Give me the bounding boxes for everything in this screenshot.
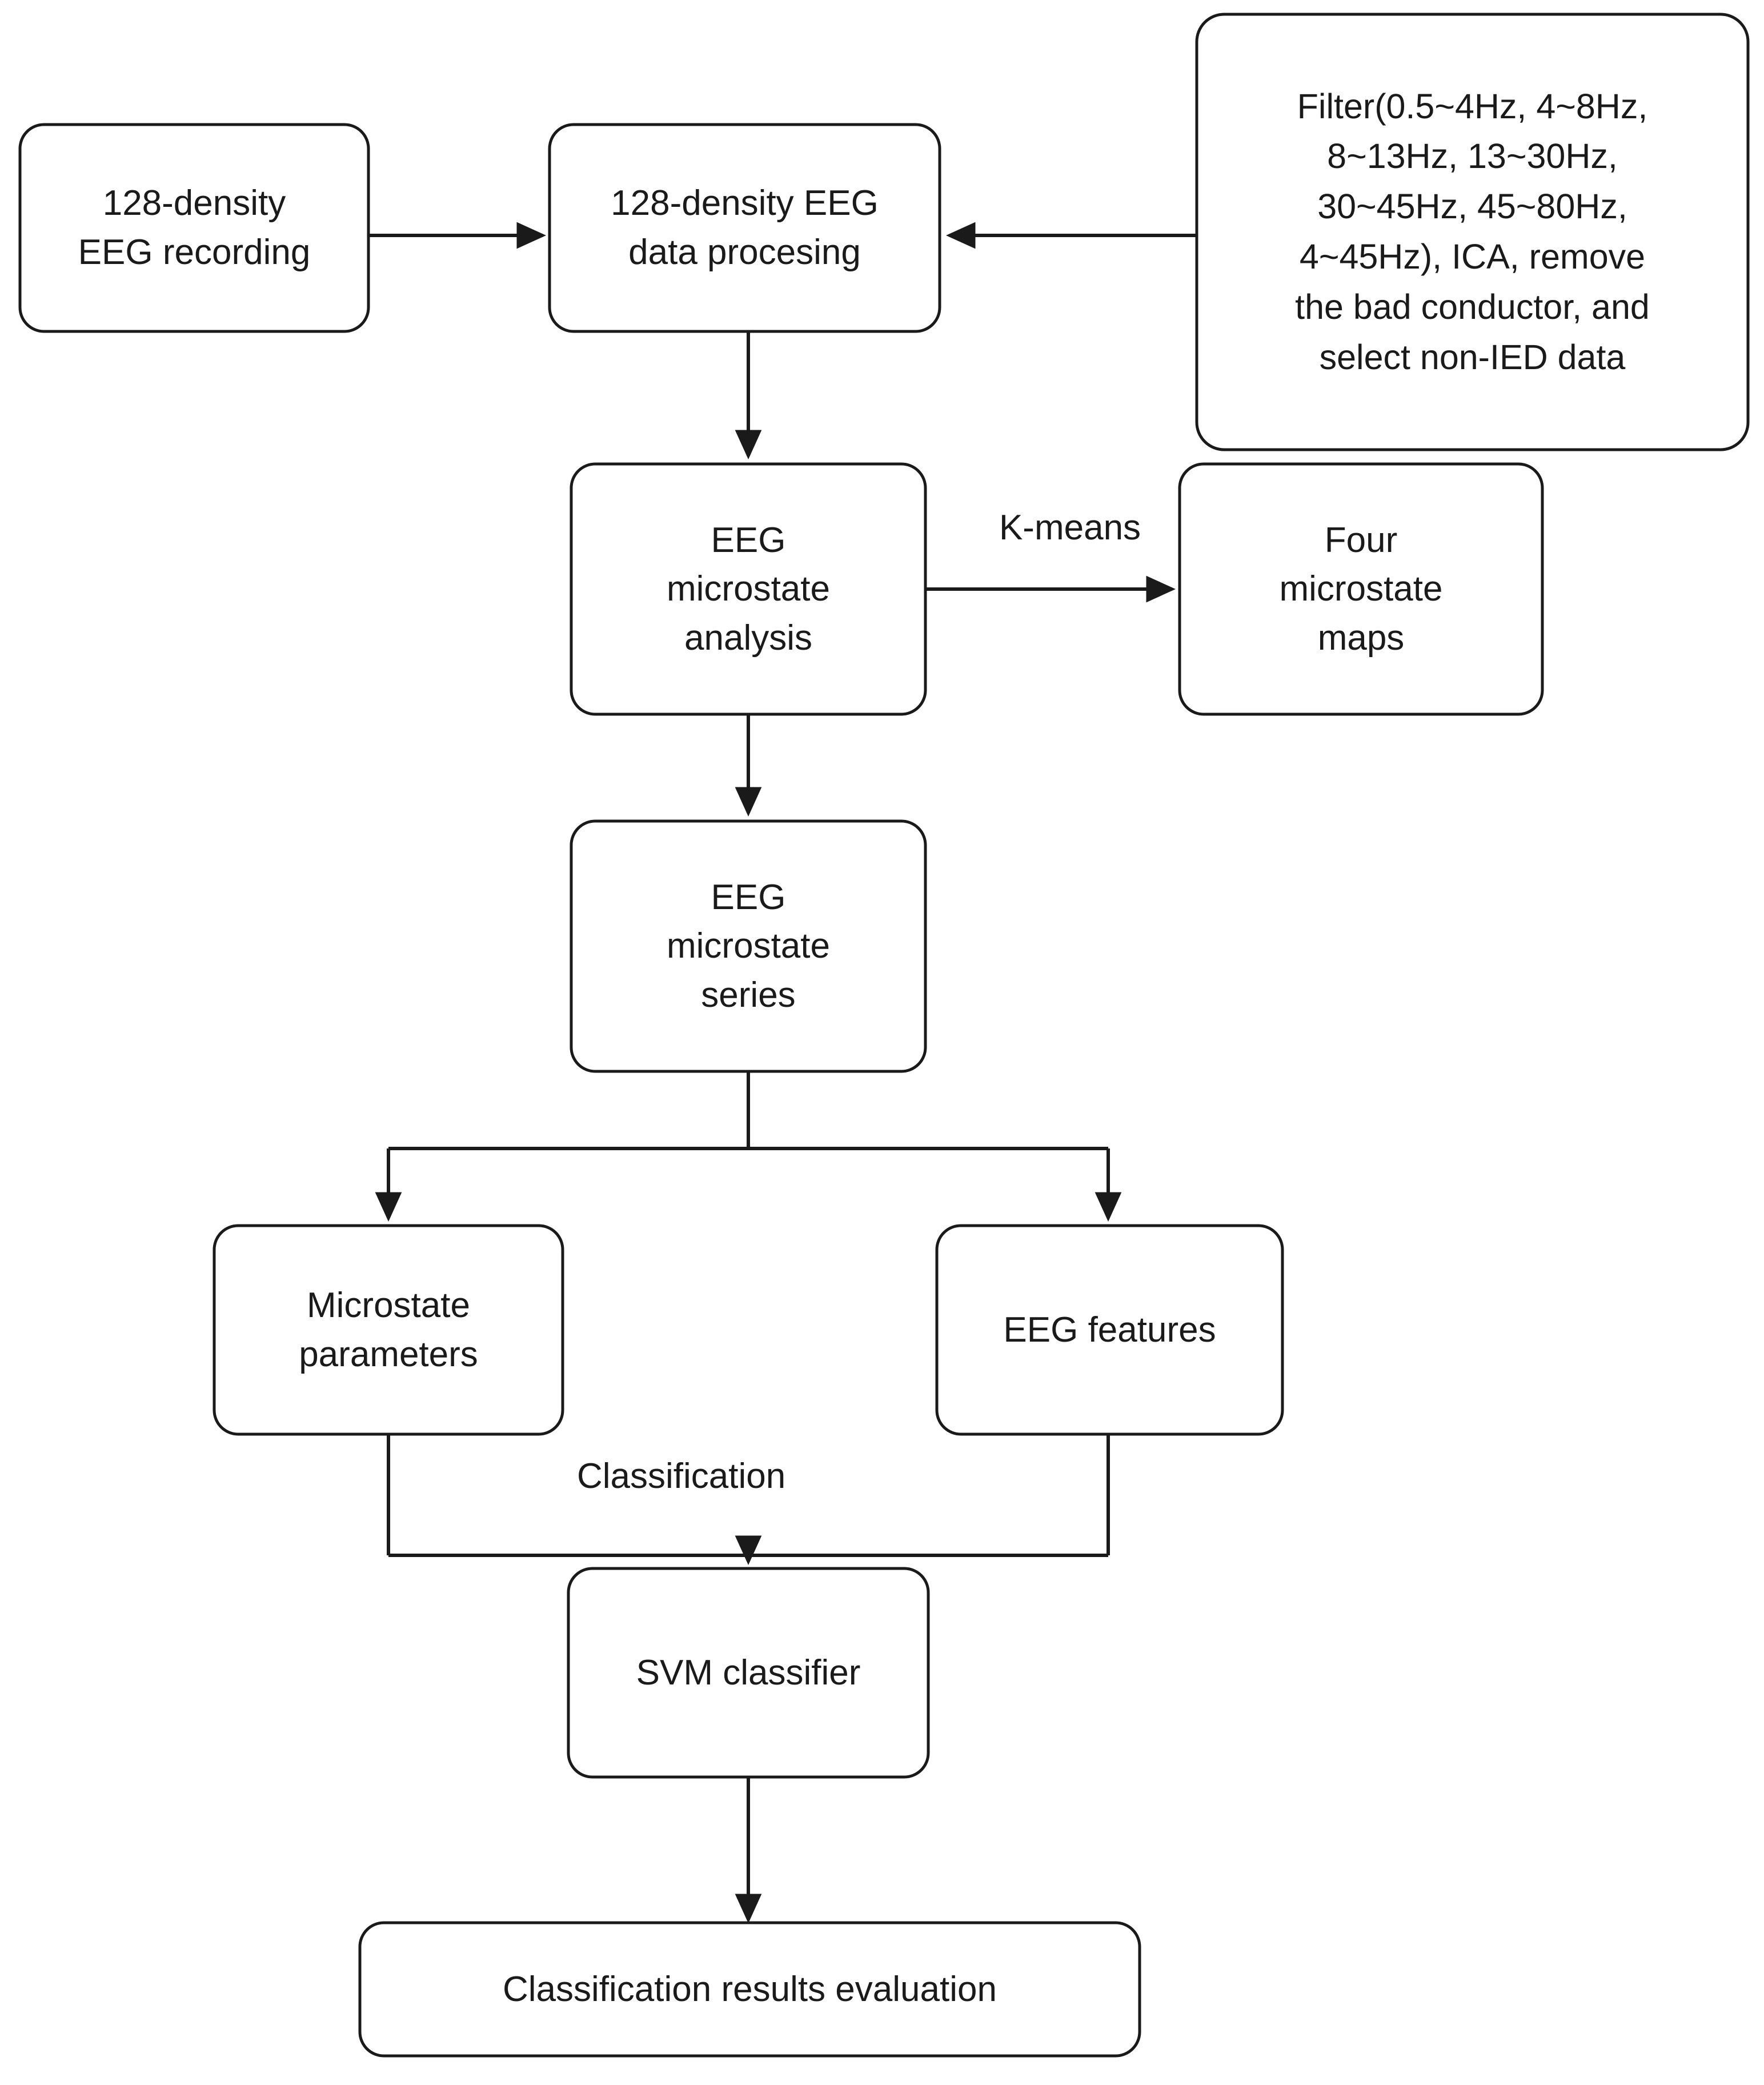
node-preprocessing-detail[interactable]: [1195, 13, 1750, 451]
node-microstate-parameters[interactable]: [213, 1224, 564, 1436]
node-svm-classifier[interactable]: [567, 1567, 930, 1779]
node-data-processing[interactable]: [548, 123, 941, 333]
node-microstate-series[interactable]: [570, 819, 927, 1073]
edge-label-classification: Classification: [577, 1456, 786, 1496]
node-microstate-analysis[interactable]: [570, 462, 927, 716]
node-microstate-maps[interactable]: [1178, 462, 1544, 716]
node-results-evaluation[interactable]: [358, 1921, 1141, 2058]
node-eeg-features[interactable]: [935, 1224, 1284, 1436]
edge-label-kmeans: K-means: [999, 508, 1141, 547]
node-eeg-recording[interactable]: [18, 123, 370, 333]
